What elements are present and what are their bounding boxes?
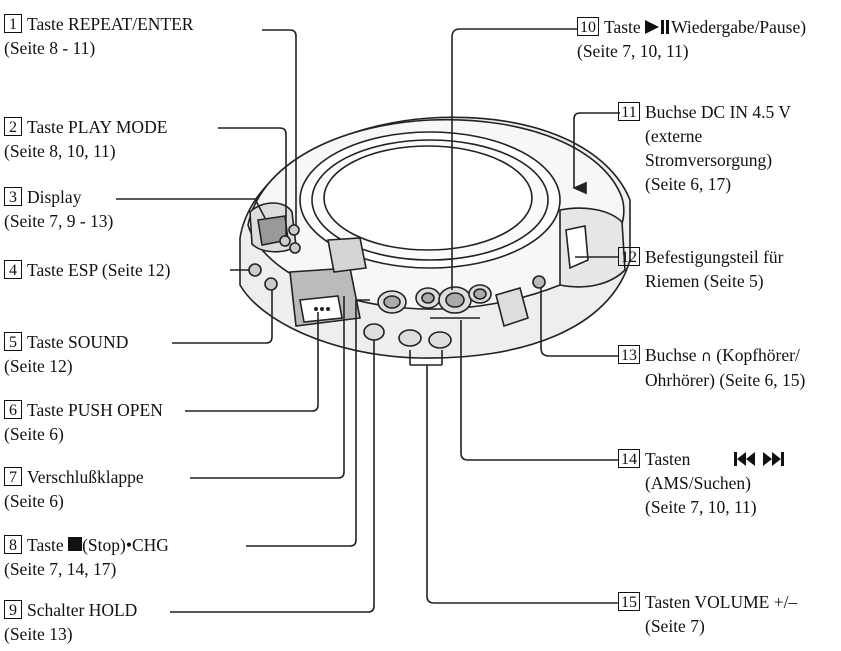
label-7: 7 Verschlußklappe (Seite 6) xyxy=(4,465,144,513)
label-page-ref: (Seite 6) xyxy=(4,424,64,444)
label-page-ref: Ohrhörer) (Seite 6, 15) xyxy=(645,370,806,390)
stop-square-icon xyxy=(68,537,83,551)
label-5: 5 Taste SOUND (Seite 12) xyxy=(4,330,128,378)
callout-number: 5 xyxy=(4,332,22,351)
label-14: 14 Tasten (AMS/Suchen) (Seite 7, 10, 11) xyxy=(618,447,785,519)
label-3: 3 Display (Seite 7, 9 - 13) xyxy=(4,185,113,233)
label-page-ref: (Seite 7, 9 - 13) xyxy=(4,211,114,231)
play-pause-icon xyxy=(645,20,670,34)
label-8: 8 Taste (Stop)•CHG (Seite 7, 14, 17) xyxy=(4,533,169,581)
callout-number: 13 xyxy=(618,345,640,364)
callout-number: 15 xyxy=(618,592,640,611)
headphones-icon: ∩ xyxy=(700,347,712,365)
callout-number: 8 xyxy=(4,535,22,554)
label-line-2: (Seite 7, 10, 11) xyxy=(645,497,757,517)
label-text-after: Wiedergabe/Pause) xyxy=(671,17,807,37)
label-text: Buchse DC IN 4.5 V xyxy=(645,102,791,122)
label-4: 4 Taste ESP (Seite 12) xyxy=(4,258,170,282)
label-text-before: Buchse xyxy=(645,345,701,365)
label-text: Taste SOUND xyxy=(27,332,129,352)
callout-number: 9 xyxy=(4,600,22,619)
label-line-1: (AMS/Suchen) xyxy=(645,473,751,493)
label-text: Display xyxy=(27,187,82,207)
callout-number: 1 xyxy=(4,14,22,33)
label-page-ref: (Seite 6) xyxy=(4,491,64,511)
label-text: Taste REPEAT/ENTER xyxy=(27,14,194,34)
label-page-ref: (Seite 8, 10, 11) xyxy=(4,141,116,161)
label-line-1: (externe xyxy=(645,126,703,146)
label-page-ref: (Seite 13) xyxy=(4,624,73,644)
label-page-ref: Riemen (Seite 5) xyxy=(645,271,764,291)
label-page-ref: (Seite 7) xyxy=(645,616,705,636)
label-9: 9 Schalter HOLD (Seite 13) xyxy=(4,598,137,646)
label-text: Tasten xyxy=(645,449,691,469)
label-line-3: (Seite 6, 17) xyxy=(645,174,732,194)
callout-number: 12 xyxy=(618,247,640,266)
label-text-after: (Stop)•CHG xyxy=(82,535,169,555)
callout-number: 7 xyxy=(4,467,22,486)
label-12: 12 Befestigungsteil für Riemen (Seite 5) xyxy=(618,245,784,293)
label-text: Befestigungsteil für xyxy=(645,247,784,267)
label-page-ref: (Seite 12) xyxy=(4,356,73,376)
label-text: Taste ESP (Seite 12) xyxy=(27,260,171,280)
label-15: 15 Tasten VOLUME +/– (Seite 7) xyxy=(618,590,797,638)
label-page-ref: (Seite 8 - 11) xyxy=(4,38,96,58)
label-13: 13 Buchse ∩ (Kopfhörer/ Ohrhörer) (Seite … xyxy=(618,343,805,392)
ams-search-icon xyxy=(734,452,785,466)
label-11: 11 Buchse DC IN 4.5 V (externe Stromverso… xyxy=(618,100,791,196)
callout-number: 14 xyxy=(618,449,640,468)
cd-player-illustration xyxy=(239,116,631,359)
callout-number: 6 xyxy=(4,400,22,419)
callout-number: 4 xyxy=(4,260,22,279)
label-page-ref: (Seite 7, 14, 17) xyxy=(4,559,117,579)
label-text: Taste PLAY MODE xyxy=(27,117,168,137)
label-text: Schalter HOLD xyxy=(27,600,138,620)
callout-number: 3 xyxy=(4,187,22,206)
label-6: 6 Taste PUSH OPEN (Seite 6) xyxy=(4,398,163,446)
label-text-before: Taste xyxy=(27,535,69,555)
callout-number: 10 xyxy=(577,17,599,36)
label-text-after: (Kopfhörer/ xyxy=(711,345,800,365)
label-1: 1 Taste REPEAT/ENTER (Seite 8 - 11) xyxy=(4,12,193,60)
label-line-2: Stromversorgung) xyxy=(645,150,773,170)
label-page-ref: (Seite 7, 10, 11) xyxy=(577,41,689,61)
label-text: Verschlußklappe xyxy=(27,467,144,487)
leader-lines xyxy=(116,28,620,613)
label-text: Tasten VOLUME +/– xyxy=(645,592,798,612)
label-text-before: Taste xyxy=(604,17,646,37)
label-2: 2 Taste PLAY MODE (Seite 8, 10, 11) xyxy=(4,115,167,163)
label-text: Taste PUSH OPEN xyxy=(27,400,163,420)
callout-number: 11 xyxy=(618,102,640,121)
label-10: 10 Taste Wiedergabe/Pause) (Seite 7, 10, … xyxy=(577,15,806,63)
callout-number: 2 xyxy=(4,117,22,136)
